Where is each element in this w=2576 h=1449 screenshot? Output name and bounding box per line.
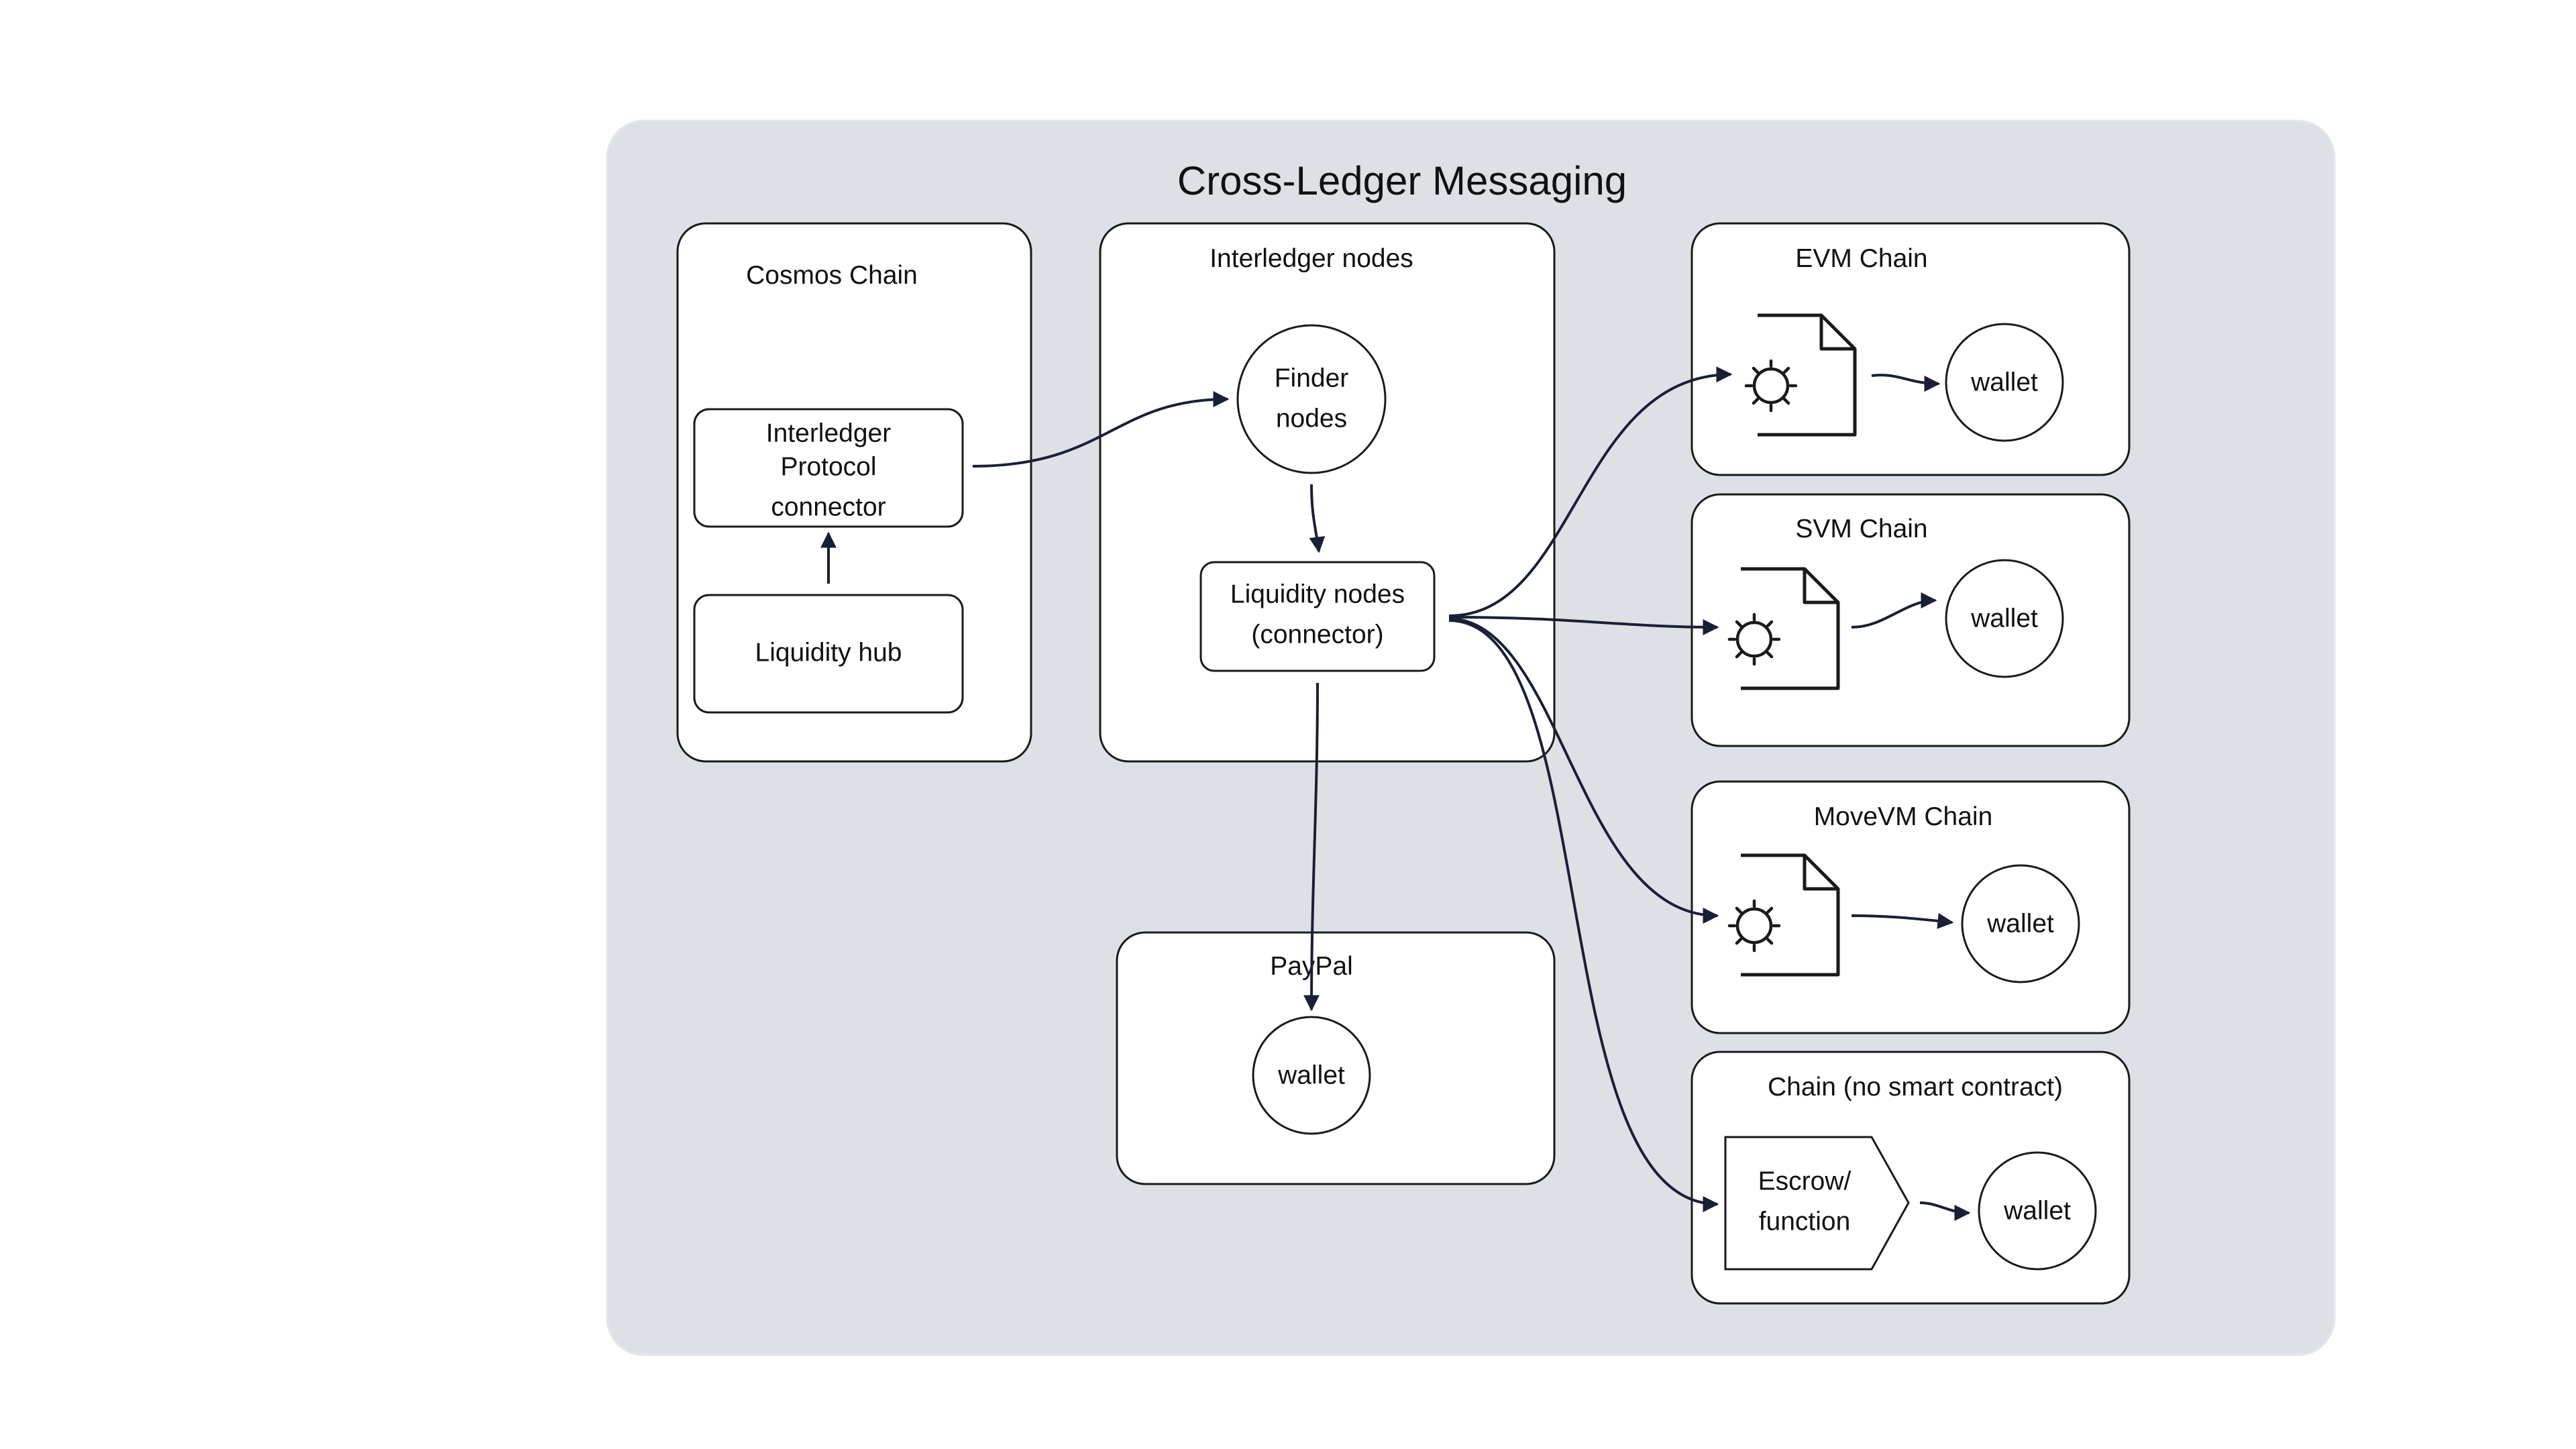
edge-movevm-contract-to-wallet: [1851, 912, 1954, 929]
escrow-line-1: Escrow/: [1758, 1167, 1851, 1195]
svm-contract[interactable]: [1727, 567, 1840, 690]
edge-liquidity-nodes-to-paypal-wallet: [1303, 682, 1320, 1012]
movevm-contract[interactable]: [1727, 853, 1840, 977]
paypal-wallet-label: wallet: [1277, 1061, 1345, 1089]
finder-nodes-line-1: Finder: [1275, 364, 1349, 392]
edge-liquidity-nodes-to-evm-contract: [1448, 366, 1733, 617]
node-liquidity-hub[interactable]: Liquidity hub: [693, 594, 964, 714]
node-nosc-wallet[interactable]: wallet: [1978, 1151, 2097, 1271]
edge-liquidity-nodes-to-escrow: [1448, 619, 1719, 1212]
movevm-wallet-label: wallet: [1986, 909, 2054, 938]
node-finder-nodes[interactable]: Finder nodes: [1236, 324, 1387, 474]
edge-escrow-to-wallet: [1919, 1201, 1971, 1221]
escrow-line-2: function: [1759, 1207, 1851, 1236]
node-liquidity-nodes[interactable]: Liquidity nodes (connector): [1199, 561, 1436, 672]
liquidity-hub-label: Liquidity hub: [755, 638, 902, 667]
gear-icon: [1727, 899, 1781, 953]
liquidity-nodes-line-1: Liquidity nodes: [1230, 580, 1405, 608]
node-ilp-connector[interactable]: Interledger Protocol connector: [693, 408, 964, 528]
nosc-wallet-label: wallet: [2003, 1196, 2071, 1225]
evm-contract[interactable]: [1744, 313, 1857, 437]
node-movevm-wallet[interactable]: wallet: [1961, 864, 2080, 983]
group-interledger-nodes: Interledger nodes: [1099, 222, 1556, 763]
ilp-connector-line-3: connector: [771, 492, 885, 521]
gear-icon: [1744, 359, 1798, 413]
evm-wallet-label: wallet: [1970, 368, 2038, 396]
diagram-title: Cross-Ledger Messaging: [1177, 158, 1627, 203]
edge-ilp-connector-to-finder-nodes: [972, 391, 1230, 468]
liquidity-nodes-line-2: (connector): [1251, 620, 1383, 649]
edge-liquidity-nodes-to-svm-contract: [1448, 616, 1719, 635]
ilp-connector-line-1: Interledger: [766, 419, 891, 447]
group-label-movevm-chain: MoveVM Chain: [1814, 802, 1993, 831]
edge-liquidity-nodes-to-movevm-contract: [1448, 617, 1719, 924]
group-label-no-smart-contract-chain: Chain (no smart contract): [1768, 1073, 2063, 1102]
node-svm-wallet[interactable]: wallet: [1945, 559, 2064, 678]
node-escrow-function[interactable]: Escrow/ function: [1724, 1136, 1910, 1271]
group-label-evm-chain: EVM Chain: [1795, 244, 1927, 273]
node-evm-wallet[interactable]: wallet: [1945, 323, 2064, 442]
edge-evm-contract-to-wallet: [1871, 374, 1941, 392]
ilp-connector-line-2: Protocol: [780, 452, 876, 481]
node-paypal-wallet[interactable]: wallet: [1252, 1016, 1371, 1135]
edge-svm-contract-to-wallet: [1851, 592, 1937, 629]
group-label-svm-chain: SVM Chain: [1795, 515, 1927, 543]
group-label-cosmos-chain: Cosmos Chain: [746, 261, 918, 290]
svm-wallet-label: wallet: [1970, 604, 2038, 633]
group-evm-chain: EVM Chain: [1690, 222, 2131, 476]
edge-finder-to-liquidity-nodes: [1309, 484, 1326, 553]
group-svm-chain: SVM Chain: [1690, 493, 2131, 747]
finder-nodes-line-2: nodes: [1276, 404, 1347, 433]
group-label-interledger-nodes: Interledger nodes: [1210, 244, 1413, 273]
gear-icon: [1727, 612, 1781, 666]
